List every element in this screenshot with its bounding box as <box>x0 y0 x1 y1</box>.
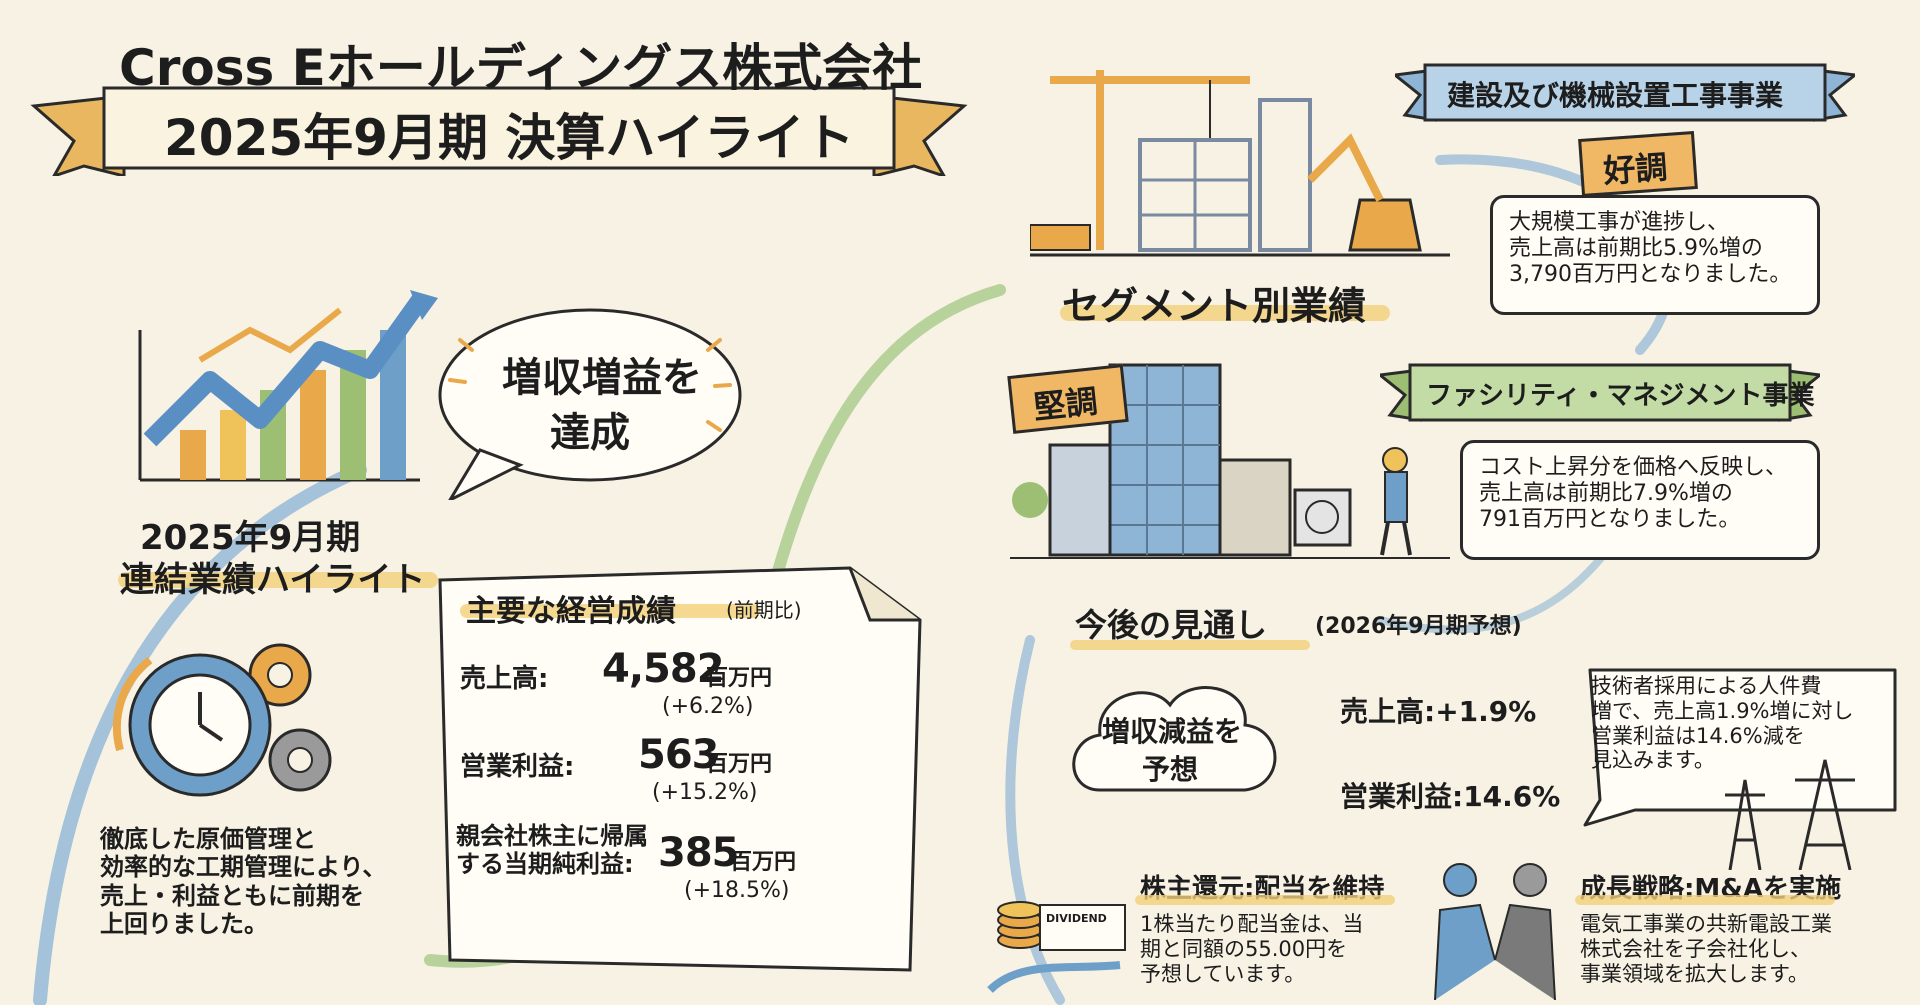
paper-shape <box>438 566 922 972</box>
handshake-icon <box>1434 863 1556 1000</box>
consolidated-heading-highlight <box>118 572 438 588</box>
net-income-label: 親会社株主に帰属 する当期純利益: <box>456 822 648 879</box>
outlook-heading: 今後の見通し <box>1075 606 1268 644</box>
net-income-label-line: 親会社株主に帰属 <box>456 822 648 850</box>
achievement-line2: 達成 <box>550 410 630 456</box>
consolidated-heading-line2: 連結業績ハイライト <box>120 560 426 600</box>
growth-line: 事業領域を拡大します。 <box>1580 961 1809 986</box>
construction-note-line: 売上高は前期比5.9%増の <box>1509 235 1763 261</box>
dividend-badge: DIVIDEND <box>1046 912 1107 925</box>
title-line2: 2025年9月期 決算ハイライト <box>164 109 855 167</box>
ribbon-shape <box>1395 63 1855 122</box>
construction-tag-label: 好調 <box>1602 148 1669 191</box>
results-heading: 主要な経営成績 <box>466 594 676 629</box>
facility-note-line: 売上高は前期比7.9%増の <box>1479 480 1733 506</box>
results-heading-note: (前期比) <box>726 598 802 622</box>
net-income-value: 385 <box>658 830 739 876</box>
dividend-line: 1株当たり配当金は、当 <box>1140 912 1364 936</box>
net-income-label-line: する当期純利益: <box>456 850 634 879</box>
dividend-text: 1株当たり配当金は、当 期と同額の55.00円を 予想しています。 <box>1140 912 1363 986</box>
dividend-line: 期と同額の55.00円を <box>1140 936 1348 961</box>
ribbon-shape <box>1380 363 1820 422</box>
outlook-cloud: 増収減益を 予想 <box>1060 670 1290 820</box>
outlook-operating: 営業利益:14.6% <box>1340 780 1561 813</box>
title-line1: Cross Eホールディングス株式会社 <box>119 39 923 97</box>
facility-note-line: コスト上昇分を価格へ反映し、 <box>1479 455 1788 480</box>
growth-chart-illustration <box>138 290 438 482</box>
outlook-note-line: 増で、売上高1.9%増に対し <box>1591 698 1854 723</box>
growth-text: 電気工事業の共新電設工業 株式会社を子会社化し、 事業領域を拡大します。 <box>1580 912 1832 986</box>
segments-heading: セグメント別業績 <box>1062 284 1367 328</box>
facility-tag-label: 堅調 <box>1031 382 1100 427</box>
facility-note-line: 791百万円となりました。 <box>1479 506 1741 532</box>
outlook-note-text: 技術者採用による人件費 増で、売上高1.9%増に対し 営業利益は14.6%減を … <box>1591 674 1854 773</box>
growth-line: 株式会社を子会社化し、 <box>1580 936 1811 961</box>
cloud-shape <box>1072 686 1277 792</box>
construction-tag: 好調 <box>1578 131 1698 197</box>
outlook-note-line: 見込みます。 <box>1591 748 1715 773</box>
dividend-icon <box>987 901 1126 993</box>
segments-heading-highlight <box>1060 305 1390 321</box>
operating-profit-change: (+15.2%) <box>652 780 758 805</box>
outlook-sales: 売上高:+1.9% <box>1340 695 1537 728</box>
construction-note: 大規模工事が進捗し、 売上高は前期比5.9%増の 3,790百万円となりました。 <box>1490 195 1820 315</box>
consolidated-heading-line1: 2025年9月期 <box>140 518 361 558</box>
construction-illustration <box>1030 70 1450 257</box>
construction-ribbon: 建設及び機械設置工事事業 <box>1395 60 1855 130</box>
outlook-heading-highlight <box>1070 640 1310 650</box>
clock-gears-icon <box>112 643 332 797</box>
operating-profit-label: 営業利益: <box>460 752 575 782</box>
speech-bubble-shape <box>438 308 742 500</box>
consolidated-note-line: 徹底した原価管理と <box>100 825 316 853</box>
dividend-line: 予想しています。 <box>1140 961 1306 986</box>
achievement-line1: 増収増益を <box>502 355 702 401</box>
achievement-bubble: 増収増益を 達成 <box>420 300 750 500</box>
sales-value: 4,582 <box>602 646 725 692</box>
outlook-note-line: 営業利益は14.6%減を <box>1591 723 1805 748</box>
sales-change: (+6.2%) <box>662 694 754 719</box>
construction-note-line: 大規模工事が進捗し、 <box>1509 210 1730 235</box>
title-ribbon: Cross Eホールディングス株式会社 2025年9月期 決算ハイライト <box>24 26 974 176</box>
facility-ribbon: ファシリティ・マネジメント事業 <box>1380 360 1820 430</box>
results-card: 主要な経営成績 (前期比) 売上高: 4,582 百万円 (+6.2%) 営業利… <box>430 560 930 980</box>
facility-note: コスト上昇分を価格へ反映し、 売上高は前期比7.9%増の 791百万円となりまし… <box>1460 440 1820 560</box>
power-tower-icon <box>1725 759 1855 870</box>
dividend-heading-highlight <box>1135 895 1395 905</box>
facility-tag: 堅調 <box>1007 364 1129 434</box>
facility-illustration <box>1010 363 1450 559</box>
outlook-cloud-line1: 増収減益を <box>1102 715 1243 748</box>
net-income-unit: 百万円 <box>730 850 797 875</box>
net-income-change: (+18.5%) <box>684 878 790 903</box>
consolidated-note-line: 効率的な工期管理により、 <box>100 853 387 882</box>
ribbon-shape <box>30 86 968 176</box>
outlook-heading-note: (2026年9月期予想) <box>1315 614 1522 639</box>
growth-line: 電気工事業の共新電設工業 <box>1580 912 1832 936</box>
consolidated-note-line: 上回りました。 <box>100 909 268 938</box>
consolidated-note-line: 売上・利益ともに前期を <box>100 881 364 910</box>
construction-note-line: 3,790百万円となりました。 <box>1509 261 1792 287</box>
construction-ribbon-label: 建設及び機械設置工事事業 <box>1447 79 1784 112</box>
outlook-cloud-line2: 予想 <box>1142 753 1199 786</box>
outlook-note-line: 技術者採用による人件費 <box>1591 674 1822 698</box>
results-heading-highlight <box>460 604 760 618</box>
sales-unit: 百万円 <box>706 666 773 691</box>
operating-profit-value: 563 <box>638 732 719 778</box>
consolidated-note: 徹底した原価管理と 効率的な工期管理により、 売上・利益ともに前期を 上回りまし… <box>100 825 387 938</box>
growth-heading-highlight <box>1575 895 1835 905</box>
operating-profit-unit: 百万円 <box>706 752 773 777</box>
sales-label: 売上高: <box>460 664 549 694</box>
facility-ribbon-label: ファシリティ・マネジメント事業 <box>1426 381 1815 411</box>
